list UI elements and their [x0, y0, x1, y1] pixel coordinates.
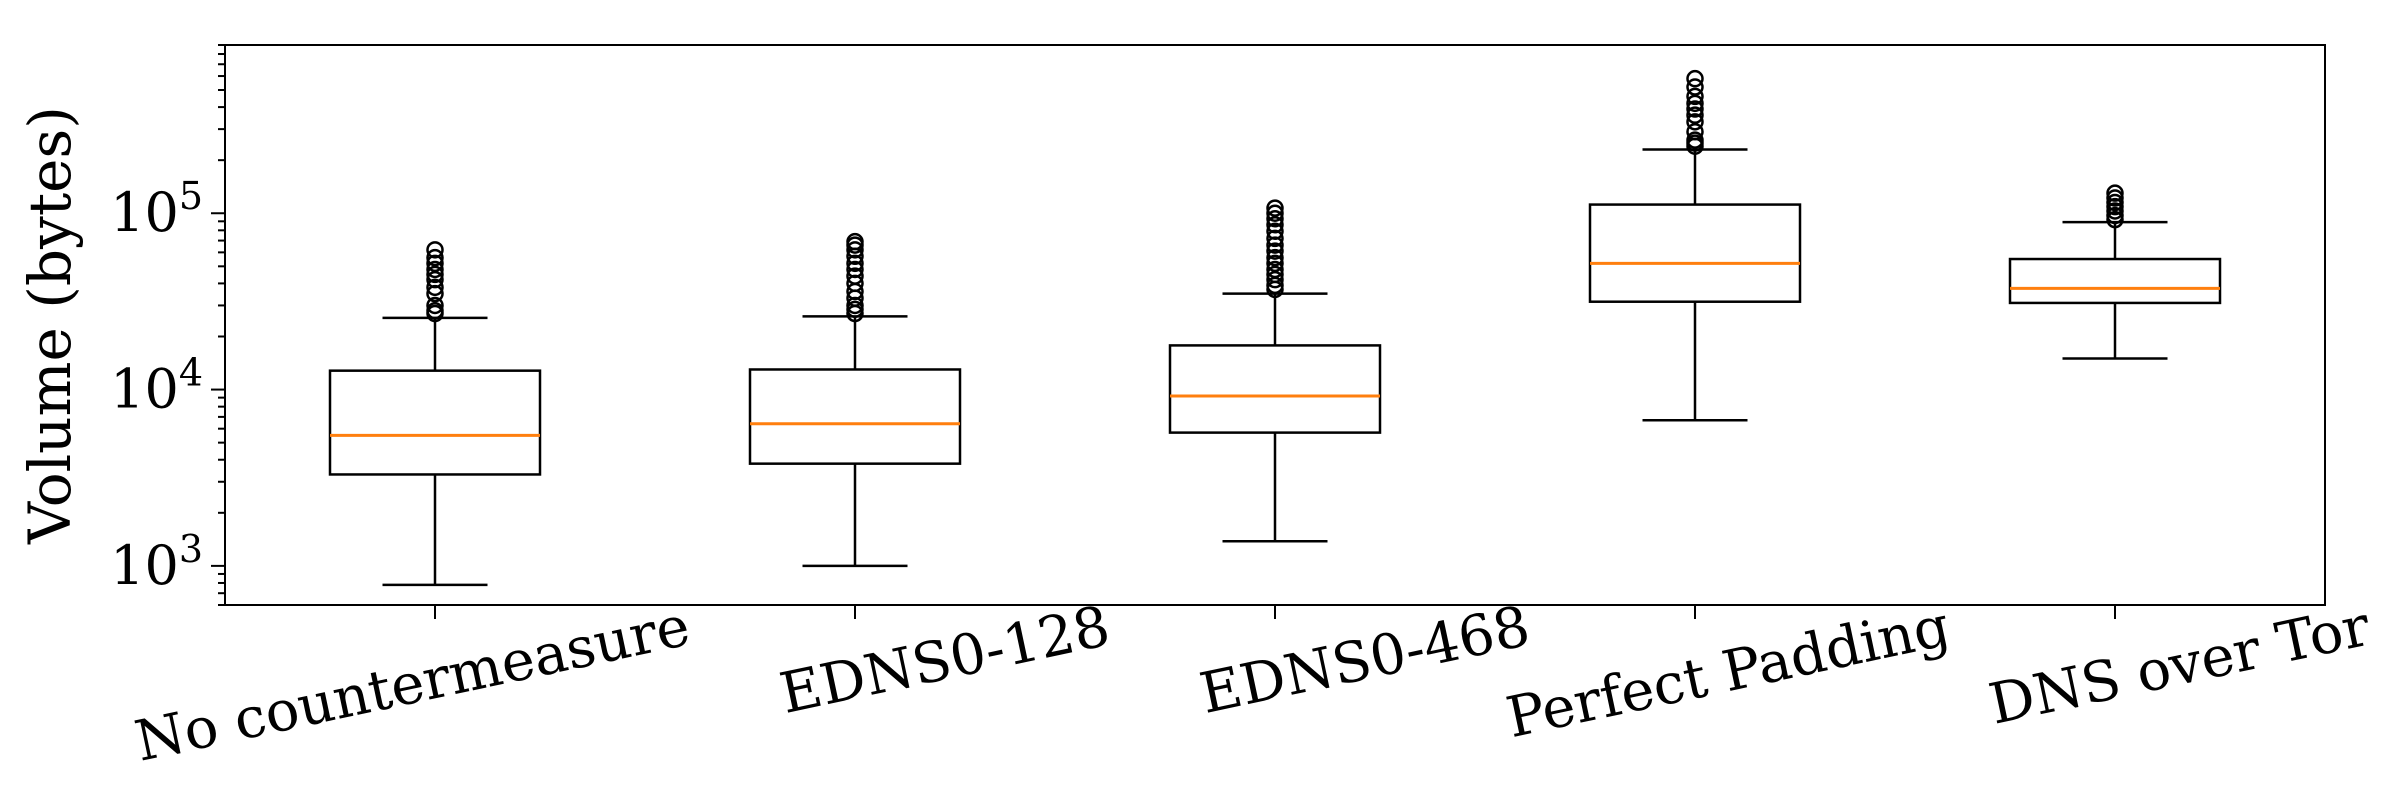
outlier-point	[426, 270, 444, 289]
plot-content	[328, 69, 2222, 587]
outlier-point	[1266, 216, 1284, 234]
x-tick-label: EDNS0-128	[775, 594, 1116, 727]
outlier-point	[1266, 254, 1284, 273]
iqr-box	[1168, 344, 1382, 434]
outlier-point	[1686, 113, 1704, 131]
outlier-point	[2106, 189, 2124, 207]
outlier-point	[426, 248, 444, 267]
x-tick-label: Perfect Padding	[1501, 594, 1955, 751]
outlier-point	[846, 254, 864, 273]
box-group	[2008, 184, 2222, 360]
iqr-box	[748, 368, 962, 465]
outlier-point	[1686, 131, 1704, 149]
outlier-point	[426, 241, 444, 259]
outlier-point	[846, 267, 864, 285]
outlier-point	[1266, 199, 1284, 217]
outlier-point	[1266, 265, 1284, 284]
outlier-point	[426, 254, 444, 273]
y-tick-base: 10	[110, 181, 179, 244]
y-tick-exponent: 3	[179, 527, 203, 571]
outlier-point	[1266, 222, 1284, 241]
outlier-point	[1266, 204, 1284, 222]
outlier-point	[1686, 69, 1704, 88]
outlier-point	[1266, 260, 1284, 279]
y-axis-label: Volume (bytes)	[16, 106, 84, 545]
x-axis: No countermeasure EDNS0-128 EDNS0-468Perfe…	[130, 594, 2376, 775]
box-group	[328, 241, 542, 587]
y-tick-exponent: 5	[179, 174, 203, 218]
y-tick-label: 103	[110, 527, 203, 597]
y-tick-base: 10	[110, 534, 179, 597]
outlier-point	[846, 260, 864, 279]
box-group	[748, 232, 962, 568]
outlier-point	[1686, 100, 1704, 118]
outlier-point	[846, 232, 864, 251]
outlier-point	[426, 296, 444, 315]
iqr-box	[2008, 257, 2222, 305]
outlier-point	[1686, 122, 1704, 141]
outlier-point	[1686, 87, 1704, 106]
outlier-point	[1266, 270, 1284, 289]
box-group	[1168, 199, 1382, 543]
outlier-point	[426, 301, 444, 320]
iqr-box	[328, 369, 542, 476]
y-tick-base: 10	[110, 358, 179, 421]
iqr-box	[1588, 203, 1802, 303]
outlier-point	[1266, 248, 1284, 267]
box-group	[1588, 69, 1802, 422]
y-tick-exponent: 4	[179, 351, 203, 395]
outlier-point	[1686, 106, 1704, 124]
x-tick-label: EDNS0-468	[1195, 594, 1536, 727]
outlier-point	[2106, 206, 2124, 225]
y-tick-label: 104	[110, 351, 203, 421]
outlier-point	[1266, 229, 1284, 248]
outlier-point	[426, 265, 444, 284]
outlier-point	[846, 241, 864, 259]
outlier-point	[1686, 78, 1704, 96]
outlier-point	[2106, 184, 2124, 202]
x-tick-label: No countermeasure	[130, 594, 696, 775]
outlier-point	[2106, 193, 2124, 212]
outlier-point	[1686, 94, 1704, 113]
outlier-point	[1266, 242, 1284, 260]
x-tick-label: DNS over Tor	[1984, 594, 2376, 738]
outlier-point	[426, 278, 444, 297]
outlier-point	[426, 260, 444, 279]
outlier-point	[1266, 210, 1284, 228]
y-tick-label: 105	[110, 174, 203, 244]
